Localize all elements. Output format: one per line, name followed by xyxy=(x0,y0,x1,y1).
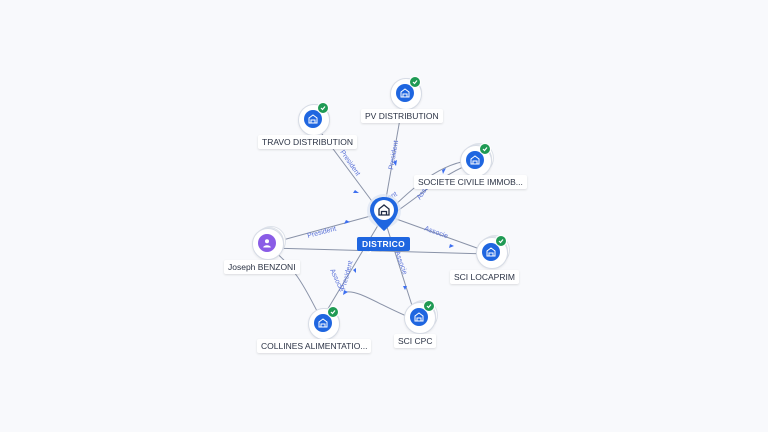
check-icon xyxy=(409,76,421,88)
arrow-scicpc xyxy=(403,286,407,290)
node-sci-locaprim[interactable] xyxy=(474,235,510,269)
edge-label-joseph: President xyxy=(307,226,337,240)
edge-joseph-locaprim xyxy=(269,247,489,255)
node-label-pv[interactable]: PV DISTRIBUTION xyxy=(361,109,443,123)
arrow-locaprim xyxy=(449,244,454,248)
central-node-label[interactable]: DISTRICO xyxy=(357,237,411,251)
check-icon xyxy=(327,306,339,318)
node-label-locaprim[interactable]: SCI LOCAPRIM xyxy=(450,270,519,284)
edge-label-locaprim: Associe xyxy=(423,225,449,240)
arrow-joseph xyxy=(344,220,350,224)
building-icon xyxy=(304,110,322,128)
edge-joseph xyxy=(267,213,379,245)
check-icon xyxy=(317,102,329,114)
edge-locaprim xyxy=(387,215,489,253)
node-joseph-benzoni[interactable] xyxy=(250,226,286,260)
arrow-travo xyxy=(353,190,359,193)
node-sci-cpc[interactable] xyxy=(402,300,438,334)
arrow-pv xyxy=(393,160,397,166)
check-icon xyxy=(479,143,491,155)
building-icon xyxy=(482,243,500,261)
arrow-collines-2 xyxy=(353,268,356,273)
check-icon xyxy=(423,300,435,312)
edge-label-pv: President xyxy=(388,140,400,170)
building-icon xyxy=(396,84,414,102)
building-icon xyxy=(314,314,332,332)
node-label-societe[interactable]: SOCIETE CIVILE IMMOB... xyxy=(414,175,527,189)
node-label-collines[interactable]: COLLINES ALIMENTATIO... xyxy=(257,339,372,353)
node-travo-distribution[interactable] xyxy=(296,102,330,136)
node-label-joseph[interactable]: Joseph BENZONI xyxy=(224,260,300,274)
node-societe-civile[interactable] xyxy=(458,143,494,177)
check-icon xyxy=(495,235,507,247)
arrow-collines xyxy=(343,290,348,295)
node-pv-distribution[interactable] xyxy=(388,76,422,110)
map-pin-icon xyxy=(367,194,401,231)
central-node-districo[interactable] xyxy=(366,193,402,255)
arrow-societe xyxy=(442,168,446,174)
building-icon xyxy=(466,151,484,169)
edge-label-travo: President xyxy=(338,149,361,177)
building-icon xyxy=(410,308,428,326)
node-label-travo[interactable]: TRAVO DISTRIBUTION xyxy=(258,135,357,149)
node-label-scicpc[interactable]: SCI CPC xyxy=(394,334,437,348)
check-icon xyxy=(366,242,402,260)
node-collines[interactable] xyxy=(306,306,340,340)
person-icon xyxy=(258,234,276,252)
